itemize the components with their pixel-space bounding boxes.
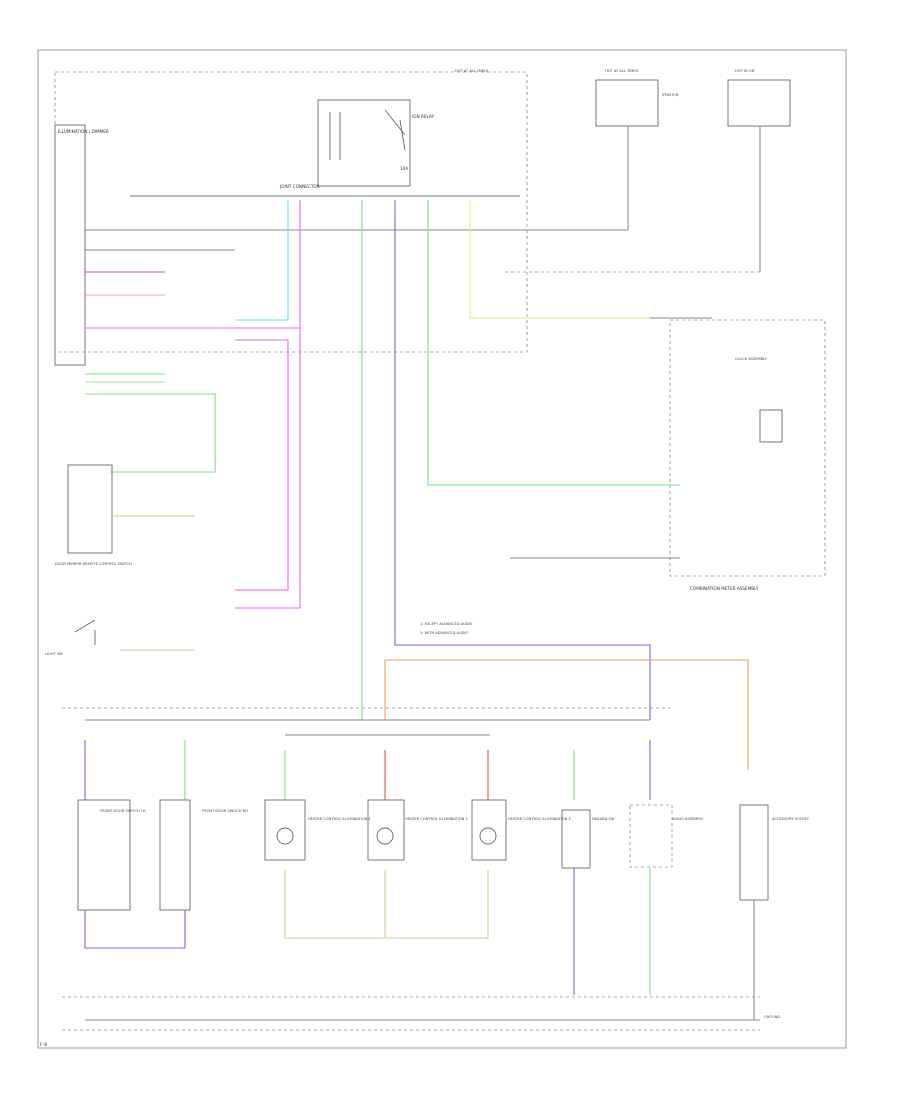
- dimmer-label: ILLUMINATION / DIMMER: [58, 129, 109, 134]
- audio-label: AUDIO ASSEMBLY: [672, 817, 704, 821]
- hot-in-on: HOT IN ON: [735, 69, 755, 73]
- wire-pink-main: [85, 200, 301, 329]
- ign-relay: [317, 99, 411, 187]
- wire-blue-main: [394, 200, 651, 720]
- hot-in-on-module: [727, 79, 791, 127]
- joint-connector-label: JOINT CONNECTOR: [279, 184, 320, 189]
- wire-tan-bottom: [284, 870, 489, 939]
- heater-ctrl-3-bulb: [479, 827, 497, 845]
- clock-label: CLOCK ASSEMBLY: [735, 357, 768, 361]
- accessory-socket: [739, 804, 769, 901]
- ipdm-label: IPDM E/R: [662, 93, 679, 97]
- wire-blue-bottom-loop: [84, 910, 186, 949]
- wire-cyan: [235, 200, 289, 321]
- front-door-rh-label: FRONT DOOR SWITCH RH: [202, 809, 248, 813]
- heater-ctrl-1: [264, 799, 306, 861]
- front-door-lh-label: FRONT DOOR SWITCH LH: [100, 809, 146, 813]
- accessory-socket-label: ACCESSORY SOCKET: [772, 817, 810, 821]
- legend-1: 1: EXCEPT ADVANCED AUDIO: [420, 622, 473, 626]
- wire-green-to-meter: [427, 200, 680, 486]
- dimmer-unit: [54, 124, 86, 366]
- heater-ctrl-2-label: HEATER CONTROL ILLUMINATION 2: [405, 817, 468, 821]
- fuse-10a-label: 10A: [400, 166, 408, 171]
- hazard-switch-label: HAZARD SW: [592, 817, 615, 821]
- wire-green-left-3: [85, 393, 216, 473]
- ground-label: GROUND: [764, 1015, 780, 1019]
- heater-ctrl-2: [367, 799, 405, 861]
- wire-pink-lower: [235, 328, 301, 609]
- relay-coil: [329, 109, 406, 160]
- heater-ctrl-3-label: HEATER CONTROL ILLUMINATION 3: [508, 817, 571, 821]
- front-door-switch-lh: [77, 799, 131, 911]
- diagram-frame: [37, 49, 847, 1049]
- door-mirror-label: DOOR MIRROR REMOTE CONTROL SWITCH: [55, 562, 132, 566]
- hazard-switch: [561, 809, 591, 869]
- wire-yellow: [469, 200, 650, 319]
- door-mirror-switch: [67, 464, 113, 554]
- combination-meter-label: COMBINATION METER ASSEMBLY: [690, 586, 759, 591]
- page-footer: F-8: [40, 1042, 47, 1048]
- dimmer-module-outline: [54, 71, 528, 353]
- heater-ctrl-3: [471, 799, 507, 861]
- hot-at-all-times-1: HOT AT ALL TIMES: [455, 69, 489, 73]
- clock-element: [759, 409, 783, 443]
- heater-ctrl-1-bulb: [276, 827, 294, 845]
- ipdm-module: [595, 79, 659, 127]
- wire-pink-return: [235, 339, 289, 591]
- heater-ctrl-1-label: HEATER CONTROL ILLUMINATION 1: [308, 817, 371, 821]
- hot-at-all-times-2: HOT AT ALL TIMES: [605, 69, 639, 73]
- light-switch: [74, 619, 96, 645]
- legend-2: 2: WITH ADVANCED AUDIO: [420, 631, 468, 635]
- wire-orange: [384, 659, 749, 770]
- light-switch-label: LIGHT SW: [45, 652, 63, 656]
- audio-assembly-outline: [629, 804, 673, 868]
- combination-meter-outline: [669, 319, 826, 577]
- heater-ctrl-2-bulb: [376, 827, 394, 845]
- front-door-switch-rh: [159, 799, 191, 911]
- ign-relay-label: IGN RELAY: [412, 114, 434, 119]
